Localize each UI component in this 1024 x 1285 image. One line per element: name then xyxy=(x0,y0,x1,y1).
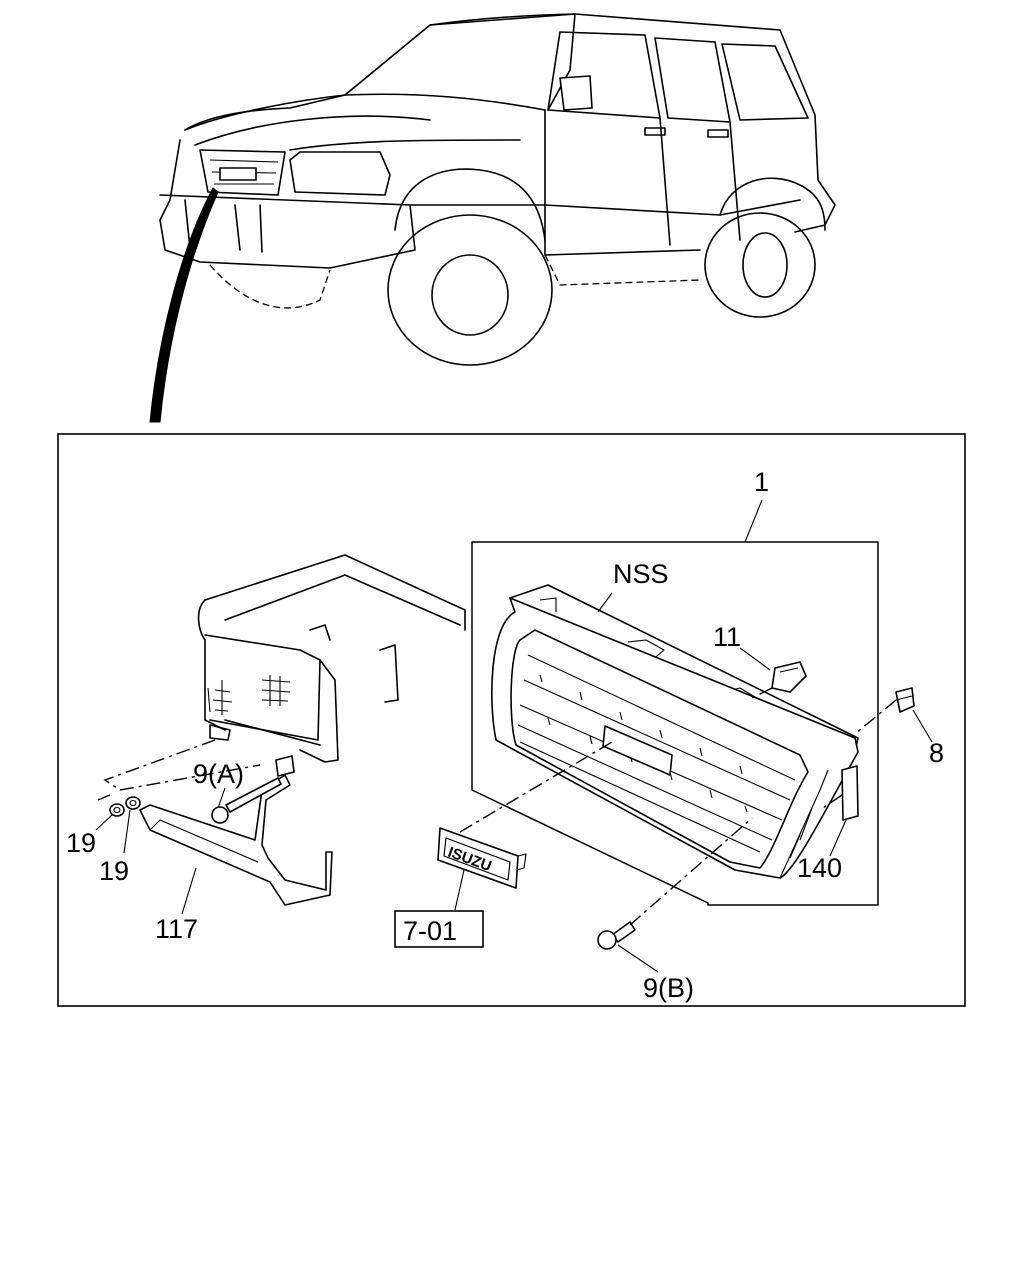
detail-frame xyxy=(57,433,966,1007)
grille-assembly-box xyxy=(471,541,879,906)
label-140: 140 xyxy=(797,853,842,883)
nut-19-right xyxy=(125,796,141,810)
label-19-left: 19 xyxy=(66,828,96,858)
label-9a: 9(A) xyxy=(193,759,244,789)
label-8: 8 xyxy=(929,738,944,768)
ref-box-7-01 xyxy=(394,910,484,948)
leader-curve xyxy=(149,187,219,423)
bracket-117 xyxy=(139,755,333,906)
screw-9a xyxy=(211,777,282,824)
clip-11 xyxy=(751,661,807,699)
label-19-right: 19 xyxy=(99,856,129,886)
label-11: 11 xyxy=(713,622,741,652)
label-1: 1 xyxy=(754,467,769,497)
side-trim-140 xyxy=(819,765,859,821)
grille xyxy=(491,584,859,879)
label-9b: 9(B) xyxy=(643,973,694,1003)
clip-8 xyxy=(854,687,915,735)
nut-19-left xyxy=(109,803,125,817)
screw-9b xyxy=(597,817,753,950)
label-nss: NSS xyxy=(613,559,669,589)
leader-lines xyxy=(95,592,933,973)
emblem: ISUZU xyxy=(437,741,613,889)
vehicle-overview xyxy=(159,13,836,366)
body-structure xyxy=(97,554,466,801)
label-7-01: 7-01 xyxy=(403,916,457,946)
label-117: 117 xyxy=(155,914,198,944)
